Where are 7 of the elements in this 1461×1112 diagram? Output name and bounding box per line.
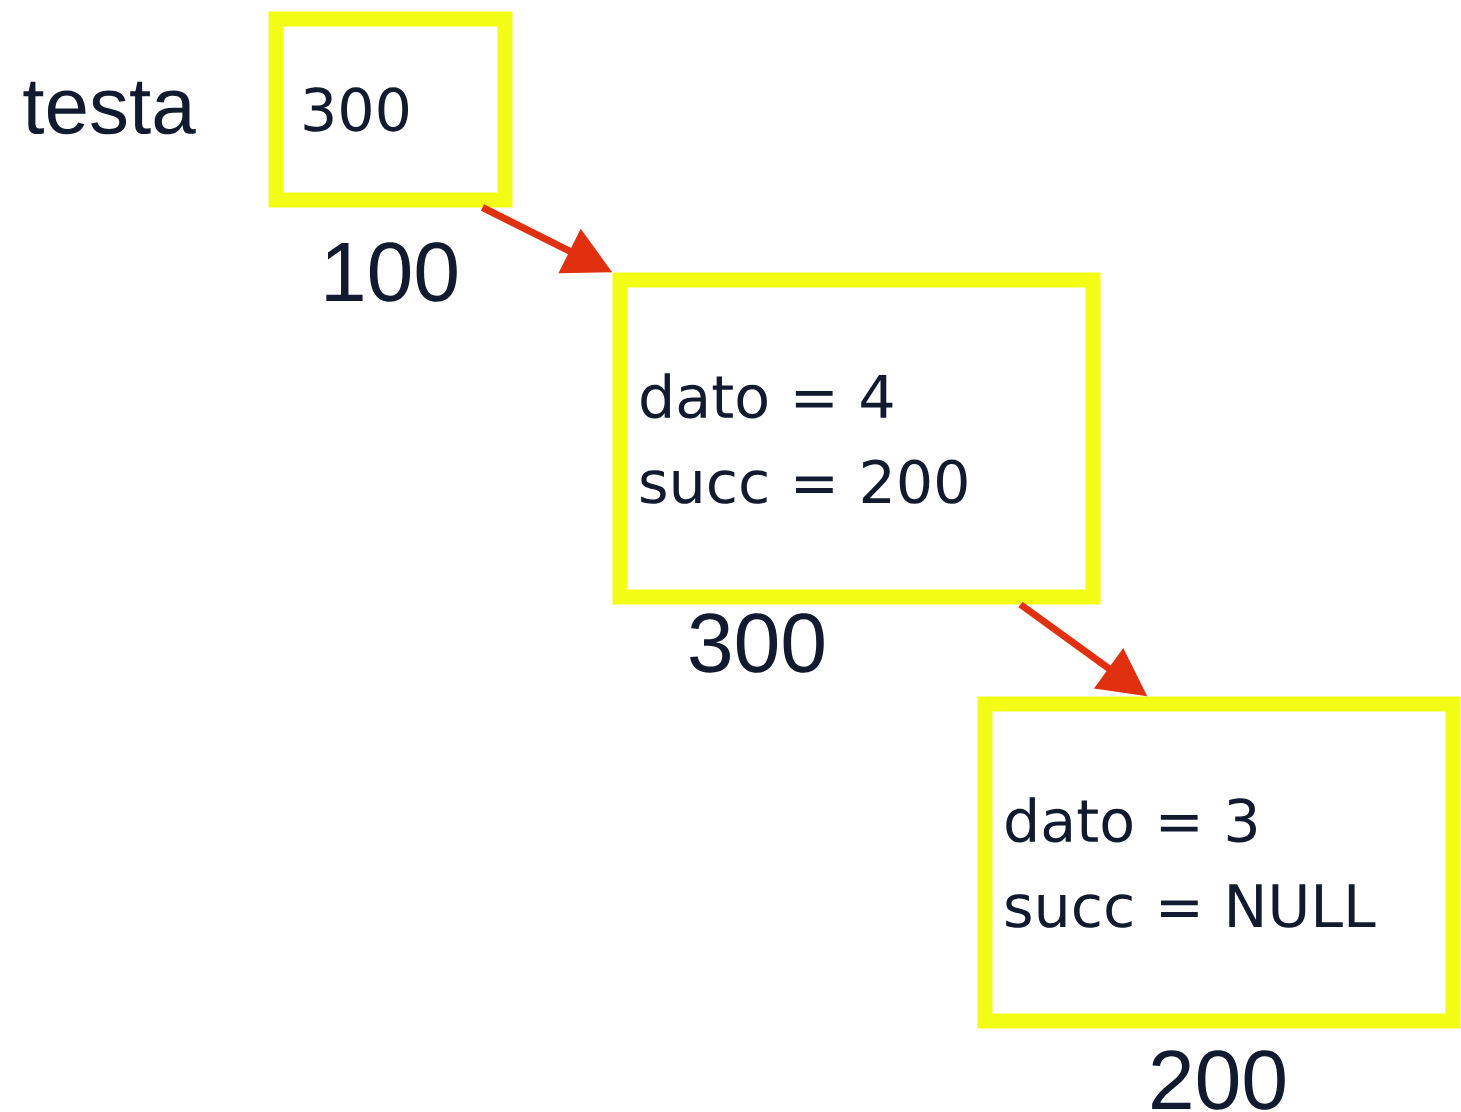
address-label: 100 [326,242,457,302]
memory-box: 300 [268,11,513,208]
variable-name: testa [23,81,196,135]
address-label: 200 [1152,1050,1285,1110]
memory-box: dato = 3 succ = NULL [977,696,1461,1029]
address-label: 300 [690,613,824,673]
memory-box: dato = 4 succ = 200 [612,272,1101,605]
